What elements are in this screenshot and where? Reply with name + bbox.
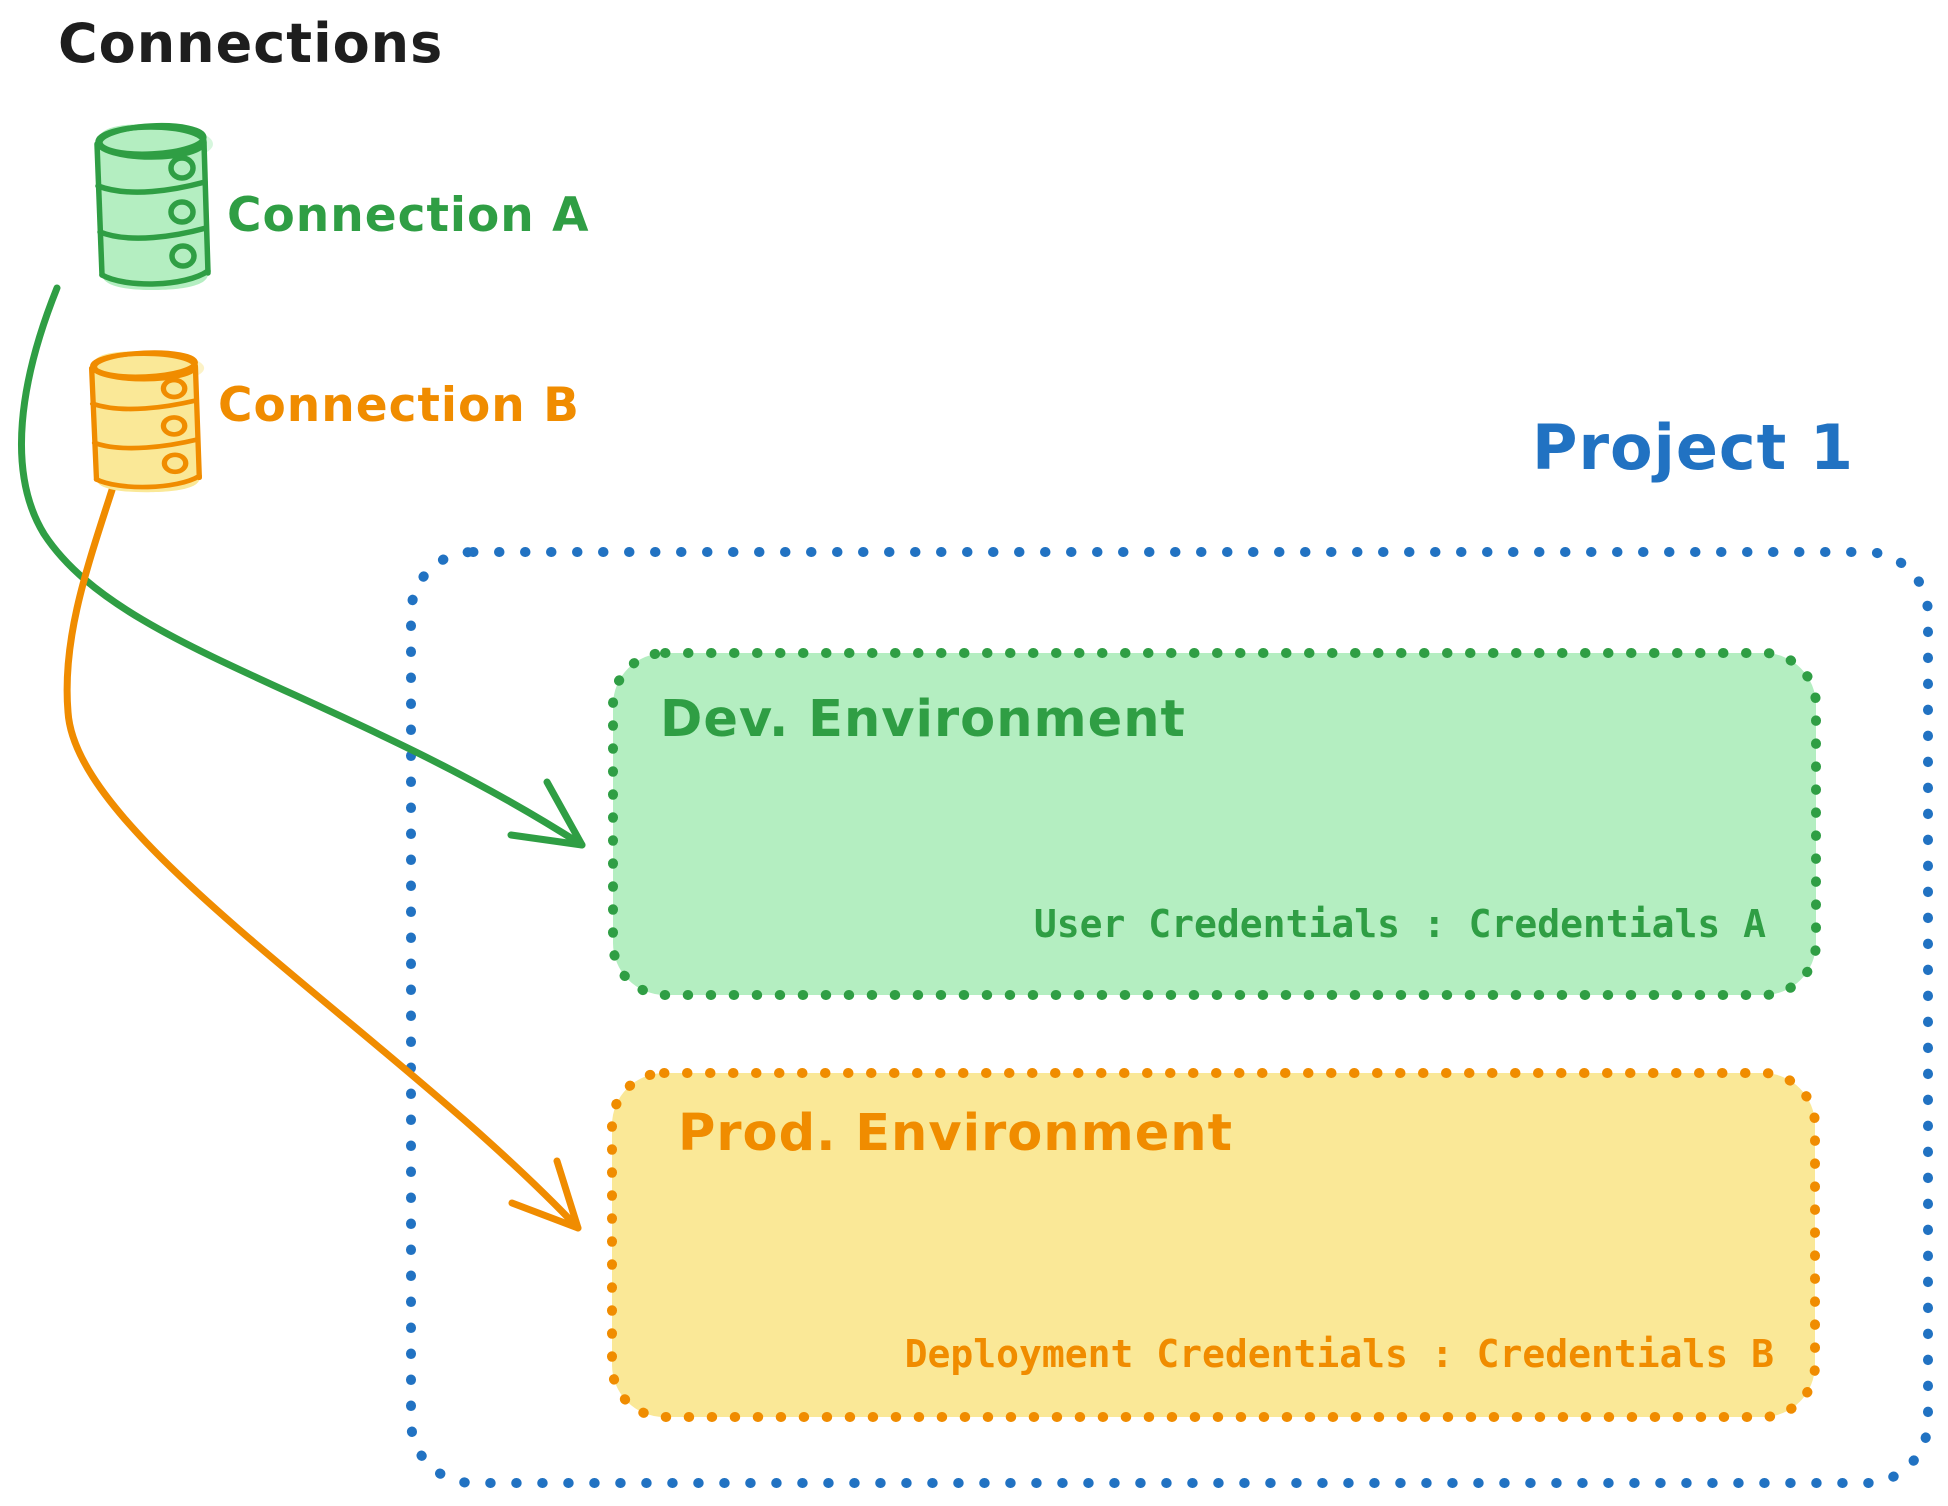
database-icon [94,122,213,290]
page-title: Connections [58,12,444,75]
connection-b-arrow [63,486,582,1232]
project-box [406,547,1933,1488]
prod-environment-box [607,1068,1820,1422]
connection-a-label: Connection A [227,188,590,243]
project-label: Project 1 [1532,411,1855,484]
prod-environment-credentials: Deployment Credentials : Credentials B [904,1332,1774,1376]
connection-b-label: Connection B [218,378,580,433]
prod-environment-title: Prod. Environment [678,1104,1233,1163]
database-icon [88,350,205,493]
dev-environment-box [608,648,1821,1000]
dev-environment-title: Dev. Environment [660,690,1186,749]
dev-environment-credentials: User Credentials : Credentials A [1033,902,1766,946]
arrowhead-icon [508,1157,582,1232]
arrowhead-icon [507,778,586,849]
